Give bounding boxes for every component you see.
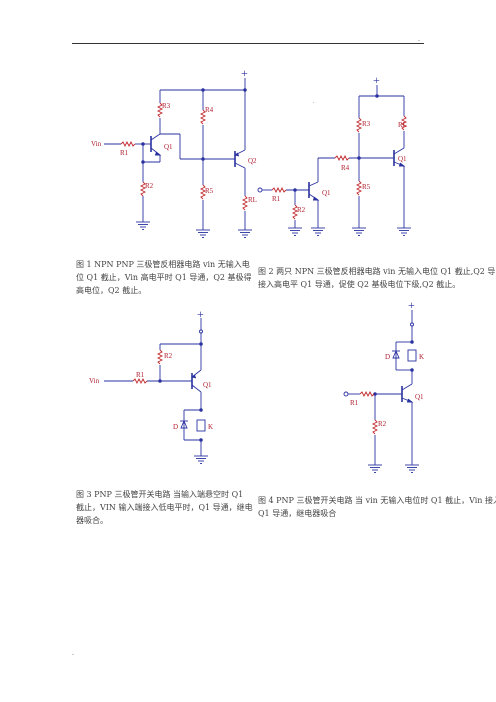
fig3-k-label: K xyxy=(208,423,213,431)
fig2-circuit: + . R1 R2 R3 R4 R5 RL Q1 Q1 xyxy=(257,73,412,236)
fig2-r3 xyxy=(356,117,362,133)
fig3-plus-label: + xyxy=(197,307,204,321)
fig1-q2-label: Q2 xyxy=(248,157,257,165)
fig2-r4 xyxy=(334,155,350,161)
fig1-rl xyxy=(242,195,248,211)
fig2-r4-label: R4 xyxy=(341,164,350,172)
fig3-d-label: D xyxy=(173,423,178,431)
fig2-r2-label: R2 xyxy=(297,206,306,214)
fig3-r1 xyxy=(132,378,148,384)
fig1-caption: 图 1 NPN PNP 三极管反相器电路 vin 无输入电 位 Q1 截止，Vi… xyxy=(76,258,256,297)
fig2-caption-line2: 接入高电平 Q1 导通，促使 Q2 基极电位下级,Q2 截止。 xyxy=(258,280,461,289)
fig1-r1-label: R1 xyxy=(120,149,129,157)
fig4-caption-line1: 图 4 PNP 三极管开关电路 当 vin 无输入电位时 Q1 截止，Vin 接… xyxy=(258,496,496,505)
fig4-q1-label: Q1 xyxy=(415,393,424,401)
fig4-r1 xyxy=(359,391,375,397)
fig3-vin-label: Vin xyxy=(89,377,100,385)
header-mark: . xyxy=(418,36,420,43)
fig1-rl-label: RL xyxy=(248,196,257,204)
fig1-caption-line3: 高电位，Q2 截止。 xyxy=(76,286,147,295)
header-rule xyxy=(72,43,424,44)
fig2-q2-label: Q1 xyxy=(398,155,407,163)
fig2-r3-label: R3 xyxy=(362,120,371,128)
fig4-r1-label: R1 xyxy=(350,399,359,407)
fig1-r4-label: R4 xyxy=(205,106,214,114)
fig3-circuit: + Vin R1 R2 Q1 D K xyxy=(89,307,213,464)
fig4-r2-label: R2 xyxy=(378,420,387,428)
fig4-r2 xyxy=(372,419,378,435)
footer-mark: . xyxy=(72,650,74,657)
fig1-r1 xyxy=(120,141,136,147)
fig4-relay-coil xyxy=(407,349,417,362)
fig3-r1-label: R1 xyxy=(136,371,145,379)
fig3-caption-line2: 截止，VIN 输入端接入低电平时，Q1 导通，继电 xyxy=(76,503,253,512)
fig3-q1-label: Q1 xyxy=(203,381,212,389)
fig2-r5 xyxy=(356,180,362,196)
fig1-r2-label: R2 xyxy=(145,182,154,190)
fig3-caption-line3: 器吸合。 xyxy=(76,516,108,525)
fig4-d-label: D xyxy=(385,353,390,361)
fig4-caption-line2: Q1 导通，继电器吸合 xyxy=(258,509,337,518)
fig3-r2-label: R2 xyxy=(164,352,173,360)
fig3-caption-line1: 图 3 PNP 三极管开关电路 当输入端悬空时 Q1 xyxy=(76,490,244,499)
fig3-r2 xyxy=(157,349,163,365)
fig2-dot: . xyxy=(313,99,315,105)
fig1-r3-label: R3 xyxy=(162,102,171,110)
fig4-caption: 图 4 PNP 三极管开关电路 当 vin 无输入电位时 Q1 截止，Vin 接… xyxy=(258,494,496,520)
fig1-circuit: + Vin R1 R2 R3 R4 R5 RL Q1 Q2 xyxy=(91,66,257,238)
fig1-plus-label: + xyxy=(241,66,248,80)
fig2-caption-line1: 图 2 两只 NPN 三极管反相器电路 vin 无输入电位 Q1 截止,Q2 导 xyxy=(258,267,496,276)
fig2-plus-label: + xyxy=(373,73,380,87)
fig3-relay-coil xyxy=(196,419,206,432)
fig1-q1-label: Q1 xyxy=(164,143,173,151)
fig2-r1-label: R1 xyxy=(272,195,281,203)
fig1-caption-line2: 位 Q1 截止，Vin 高电平时 Q1 导通，Q2 基极得 xyxy=(76,273,252,282)
fig1-caption-line1: 图 1 NPN PNP 三极管反相器电路 vin 无输入电 xyxy=(76,260,250,269)
fig2-r5-label: R5 xyxy=(362,183,371,191)
fig4-plus-label: + xyxy=(408,298,415,312)
fig2-rl-label: RL xyxy=(398,121,407,129)
fig2-r1 xyxy=(271,187,287,193)
fig1-r5-label: R5 xyxy=(205,187,214,195)
fig2-caption: 图 2 两只 NPN 三极管反相器电路 vin 无输入电位 Q1 截止,Q2 导… xyxy=(258,265,496,291)
fig4-circuit: + R1 R2 Q1 D K xyxy=(343,298,424,473)
fig4-k-label: K xyxy=(419,353,424,361)
fig3-caption: 图 3 PNP 三极管开关电路 当输入端悬空时 Q1 截止，VIN 输入端接入低… xyxy=(76,488,256,527)
fig2-q1-label: Q1 xyxy=(322,189,331,197)
fig1-vin-label: Vin xyxy=(91,140,102,148)
